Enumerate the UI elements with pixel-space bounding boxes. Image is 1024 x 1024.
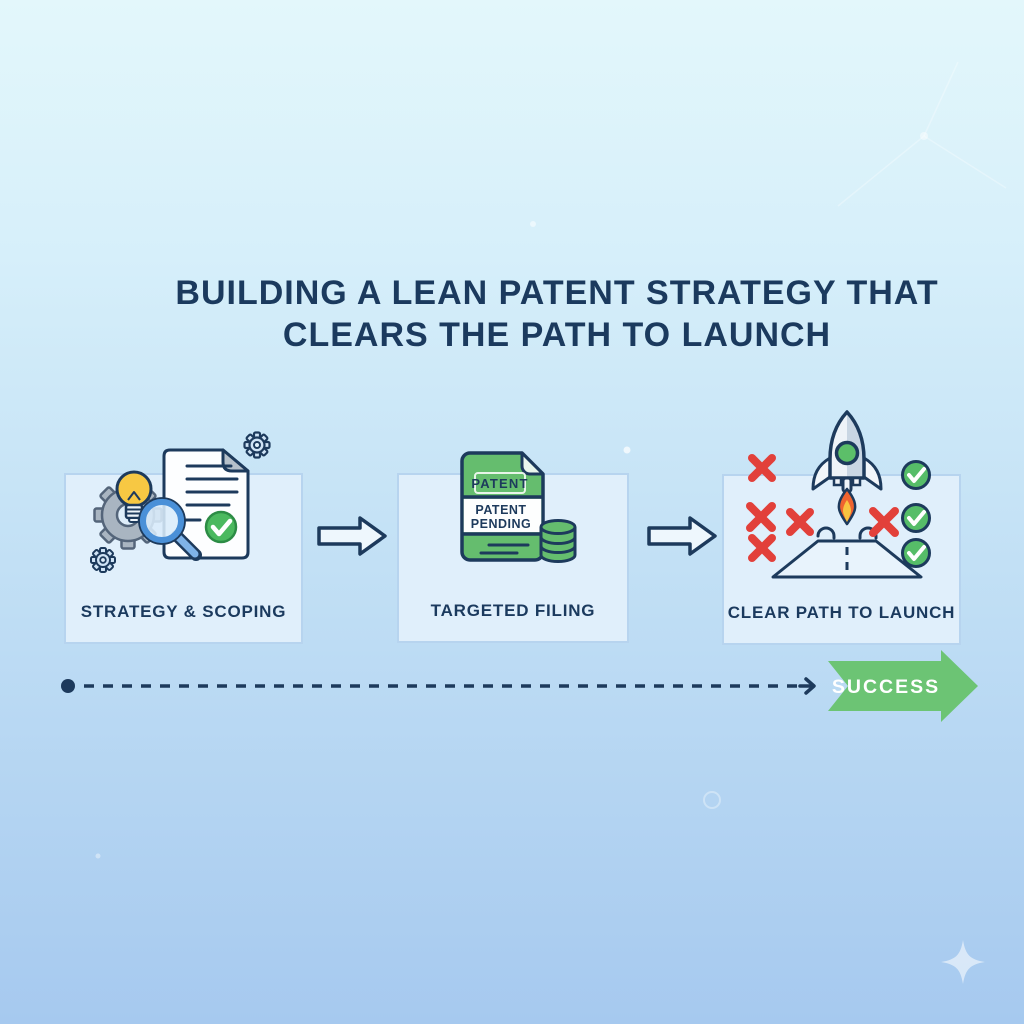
- x-mark-icon: [786, 508, 814, 536]
- check-circle-icon: [901, 538, 931, 568]
- rocket-flame: [837, 487, 857, 526]
- coin-stack-icon: [539, 519, 577, 563]
- right-arrow-icon: [647, 516, 717, 556]
- step-label: STRATEGY & SCOPING: [80, 602, 287, 621]
- check-circle-icon: [901, 503, 931, 533]
- x-mark-icon: [869, 507, 899, 537]
- rocket-window: [834, 440, 860, 466]
- signature-lines: [479, 543, 530, 555]
- sparkle-icon: [941, 940, 985, 984]
- small-gear-icon: [90, 547, 116, 573]
- success-arrow-shape: [828, 650, 978, 722]
- success-label: SUCCESS: [832, 676, 940, 698]
- x-mark-icon: [748, 454, 776, 482]
- smoke-puffs: [816, 526, 878, 540]
- runway-road: [771, 539, 923, 579]
- step-label: TARGETED FILING: [430, 601, 596, 620]
- bg-dot: [95, 853, 101, 859]
- x-mark-icon: [746, 502, 776, 532]
- constellation-lines: [837, 61, 1007, 207]
- check-circle-icon: [901, 460, 931, 490]
- page-title-line1: BUILDING A LEAN PATENT STRATEGY THAT: [175, 274, 939, 312]
- stamp-text-line2: PENDING: [471, 517, 531, 531]
- small-gear-icon: [243, 431, 271, 459]
- rocket-fin-right: [862, 456, 883, 491]
- check-circle-icons: [901, 460, 931, 568]
- patent-header-text: PATENT: [471, 476, 528, 491]
- success-arrow: SUCCESS: [828, 650, 978, 722]
- bg-dot: [530, 221, 536, 227]
- x-mark-icon: [748, 534, 776, 562]
- page-title: BUILDING A LEAN PATENT STRATEGY THAT CLE…: [62, 272, 1024, 356]
- timeline-start-dot: [61, 679, 75, 693]
- success-timeline: SUCCESS: [61, 650, 978, 722]
- rocket-fin-left: [811, 456, 832, 491]
- x-mark-icons: [746, 454, 899, 562]
- patent-document-icon: PATENT PATENT PENDING: [460, 451, 545, 562]
- page-fold: [520, 451, 545, 476]
- bg-dot: [623, 446, 631, 454]
- rocket-icon: [811, 410, 883, 526]
- patent-document-coins-icon: PATENT PATENT PENDING: [460, 451, 577, 563]
- constellation-node: [920, 132, 928, 140]
- check-circle-icon: [204, 510, 238, 544]
- page-fold: [221, 448, 250, 473]
- stamp-band: [463, 498, 542, 533]
- step-label: CLEAR PATH TO LAUNCH: [727, 603, 956, 622]
- timeline-arrowhead-icon: [798, 677, 816, 695]
- research-document-magnifier-icon: [90, 431, 271, 573]
- stamp-text-line1: PATENT: [475, 503, 526, 517]
- rocket-launch-runway-icon: [746, 410, 931, 579]
- page-title-line2: CLEARS THE PATH TO LAUNCH: [282, 316, 832, 354]
- document-text-lines: [182, 464, 239, 522]
- patent-header-frame: [474, 472, 526, 494]
- bg-ring: [703, 791, 721, 809]
- magnifier-icon: [138, 497, 202, 561]
- right-arrow-icon: [317, 516, 387, 556]
